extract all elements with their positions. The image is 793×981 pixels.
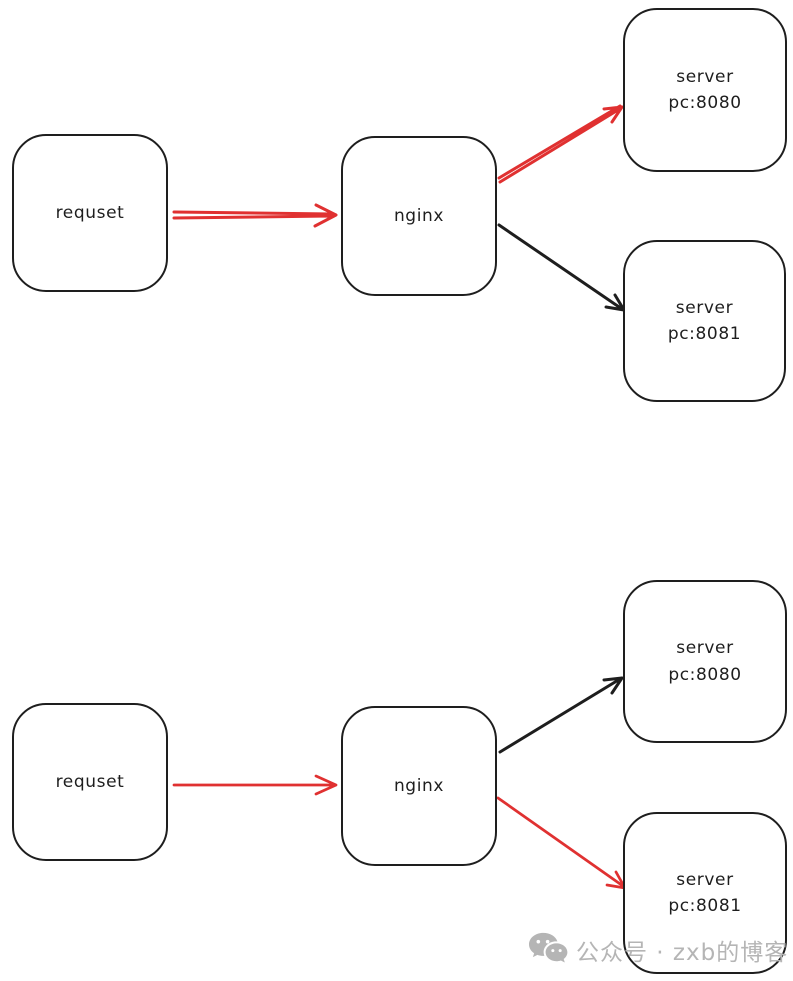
node-top-request: requset — [12, 134, 168, 292]
node-label-line1: server — [675, 297, 734, 318]
node-label-line1: server — [676, 66, 734, 87]
node-label: requset — [55, 771, 125, 792]
wechat-icon — [529, 932, 568, 963]
arrow-top-nginx-to-8080 — [497, 104, 624, 184]
arrow-bottom-nginx-to-8081 — [496, 796, 627, 890]
node-bottom-nginx: nginx — [341, 706, 497, 866]
watermark: 公众号 · zxb的博客 — [527, 931, 788, 969]
node-label: requset — [55, 202, 125, 223]
node-label-line1: server — [676, 638, 734, 659]
node-bottom-request: requset — [12, 703, 168, 861]
node-top-server-8080: server pc:8080 — [623, 8, 787, 172]
node-label-line2: pc:8081 — [668, 896, 742, 916]
node-label: nginx — [393, 775, 445, 796]
watermark-text: 公众号 · zxb的博客 — [576, 940, 789, 966]
node-bottom-server-8081: server pc:8081 — [623, 812, 787, 974]
node-label-line2: pc:8080 — [668, 664, 742, 685]
node-label: nginx — [393, 205, 445, 226]
node-label-line2: pc:8081 — [667, 324, 742, 344]
node-top-nginx: nginx — [341, 136, 497, 296]
arrow-bottom-nginx-to-8080 — [498, 676, 624, 754]
node-label-line1: server — [676, 869, 734, 890]
arrow-top-request-to-nginx — [172, 203, 338, 228]
node-label-line2: pc:8080 — [668, 93, 742, 113]
arrow-top-nginx-to-8081 — [497, 223, 626, 312]
node-bottom-server-8080: server pc:8080 — [623, 580, 787, 743]
node-top-server-8081: server pc:8081 — [623, 240, 786, 402]
arrow-bottom-request-to-nginx — [172, 774, 338, 796]
